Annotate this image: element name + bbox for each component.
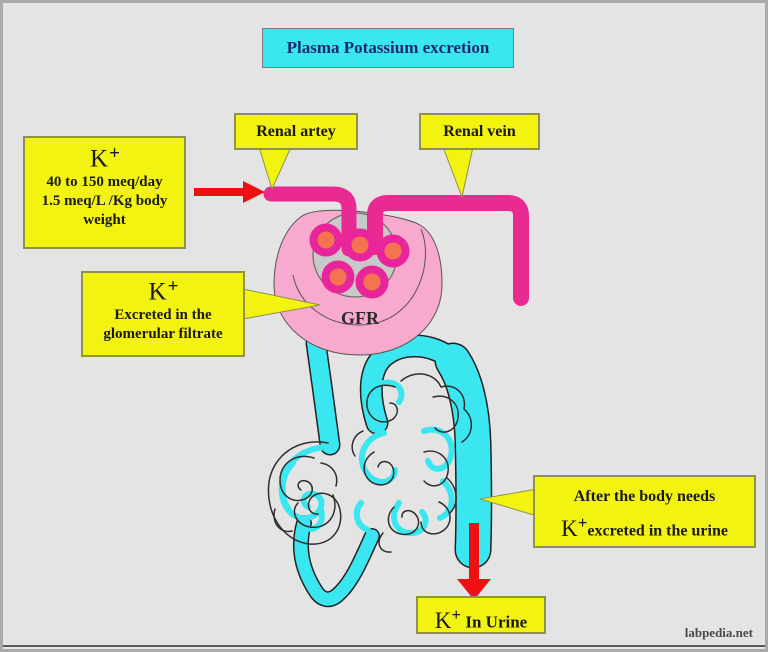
title-text: Plasma Potassium excretion bbox=[286, 38, 490, 57]
potassium-ion-symbol: K+ bbox=[561, 513, 588, 541]
renal-artery-vessel bbox=[263, 186, 357, 257]
proximal-tubule-squiggle bbox=[267, 441, 342, 545]
filtrate-line-1: Excreted in the bbox=[114, 306, 212, 323]
renal-vein-pointer bbox=[442, 146, 474, 199]
descending-tubule bbox=[307, 334, 339, 454]
nephron-artwork bbox=[194, 146, 538, 608]
intake-line-3: weight bbox=[83, 211, 126, 228]
filtrate-line-2: glomerular filtrate bbox=[103, 326, 223, 343]
potassium-ion-symbol: K+ bbox=[148, 276, 179, 306]
urine-label: In Urine bbox=[465, 612, 528, 632]
renal-vein-vessel bbox=[367, 195, 529, 306]
potassium-in-urine-box: K+ In Urine bbox=[416, 596, 546, 634]
gfr-label: GFR bbox=[341, 308, 379, 328]
renal-vein-text: Renal vein bbox=[443, 123, 516, 140]
renal-artery-pointer bbox=[258, 146, 292, 191]
urine-arrow-icon bbox=[457, 523, 491, 600]
intake-line-1: 40 to 150 meq/day bbox=[46, 173, 163, 190]
watermark-text: labpedia.net bbox=[684, 625, 753, 640]
after-body-needs-box: After the body needs K+excreted in the u… bbox=[533, 475, 756, 548]
intake-line-2: 1.5 meq/L /Kg body bbox=[41, 192, 168, 209]
intake-arrow-icon bbox=[194, 181, 265, 203]
renal-artery-label: Renal artey bbox=[234, 113, 358, 150]
bottom-divider bbox=[3, 645, 765, 647]
title-banner: Plasma Potassium excretion bbox=[262, 28, 514, 68]
after-needs-line-1: After the body needs bbox=[573, 488, 716, 505]
capsule-inner-wall bbox=[292, 228, 426, 326]
loop-of-henle bbox=[294, 516, 379, 606]
glomerular-capillaries bbox=[309, 223, 410, 299]
potassium-intake-box: K+ 40 to 150 meq/day 1.5 meq/L /Kg body … bbox=[23, 136, 186, 249]
potassium-ion-symbol: K+ bbox=[434, 605, 462, 633]
glomerular-filtrate-box: K+ Excreted in the glomerular filtrate bbox=[81, 271, 245, 357]
distal-tubule-squiggle bbox=[351, 373, 472, 553]
after-needs-line-2: K+excreted in the urine bbox=[561, 513, 728, 541]
potassium-ion-symbol: K+ bbox=[90, 143, 120, 173]
callout-pointers bbox=[242, 146, 538, 517]
renal-vein-label: Renal vein bbox=[419, 113, 540, 150]
renal-artery-text: Renal artey bbox=[256, 123, 336, 140]
